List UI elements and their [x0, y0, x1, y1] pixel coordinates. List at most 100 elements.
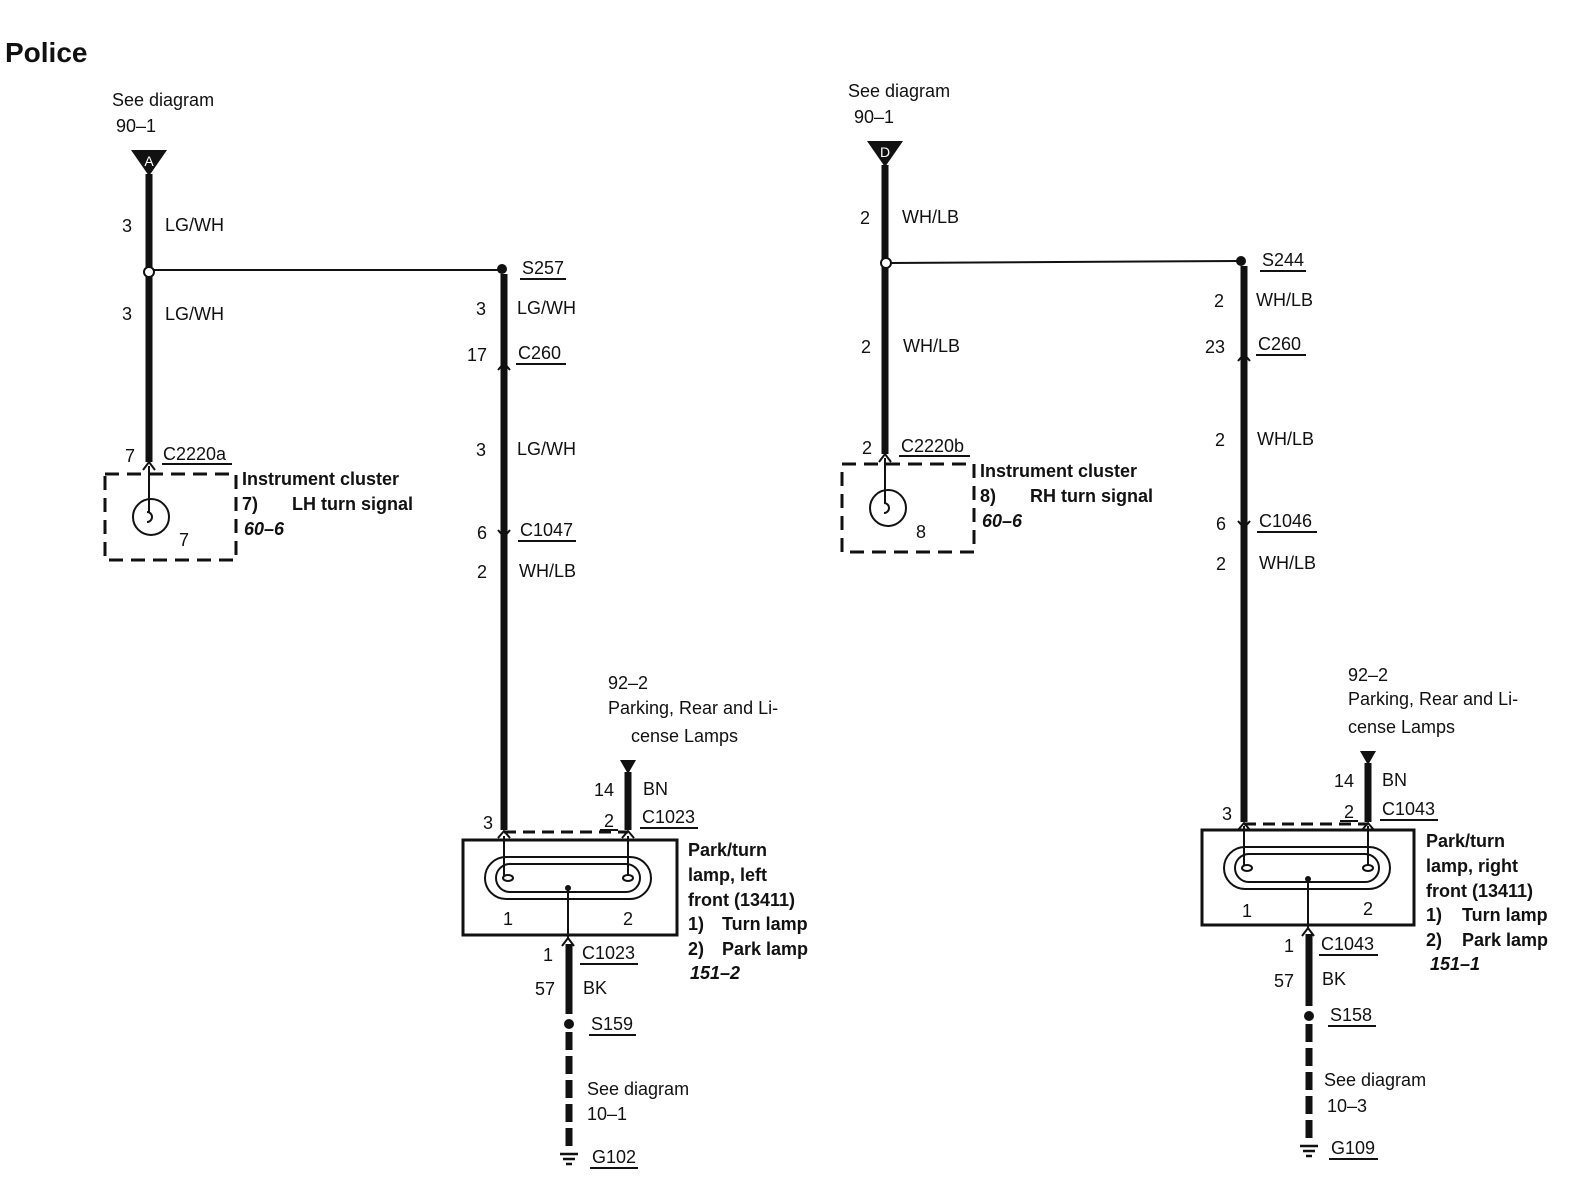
left-parking-ref-line2: cense Lamps	[631, 726, 738, 746]
right-lamp-connector-icon-r	[1361, 821, 1375, 831]
right-branch-wire1-pin: 2	[1214, 291, 1224, 311]
left-source-ref-text: See diagram	[112, 90, 214, 110]
right-splice-line	[889, 260, 1239, 264]
left-lamp-item2: Park lamp	[722, 939, 808, 959]
right-cluster-item-label: RH turn signal	[1030, 486, 1153, 506]
left-lamp-name1: Park/turn	[688, 840, 767, 860]
right-lamp-connector-icon-l	[1237, 821, 1251, 831]
left-c1047-id: C1047	[520, 520, 573, 540]
left-source-connector-icon	[131, 150, 167, 176]
right-lamp-item2-num: 2)	[1426, 930, 1442, 950]
left-lamp-ref: 151–2	[690, 963, 740, 983]
left-lamp-item2-num: 2)	[688, 939, 704, 959]
left-lamp-item1-num: 1)	[688, 914, 704, 934]
left-ground-splice-node	[564, 1019, 574, 1029]
left-cluster-pin: 7	[125, 446, 135, 466]
left-ground-wire-pin: 57	[535, 979, 555, 999]
left-cluster-connector-id: C2220a	[163, 444, 227, 464]
right-cluster-pin: 2	[862, 438, 872, 458]
right-bn-pin: 14	[1334, 771, 1354, 791]
left-ground-splice-id: S159	[591, 1014, 633, 1034]
left-wire-top-pin: 3	[122, 216, 132, 236]
right-cluster-item-num: 8)	[980, 486, 996, 506]
left-parking-ref-line1: Parking, Rear and Li-	[608, 698, 778, 718]
left-parking-ref-num: 92–2	[608, 673, 648, 693]
left-source-ref-num: 90–1	[116, 116, 156, 136]
right-circuit: See diagram 90–1 D 2 WH/LB 2 WH/LB 2 C22…	[840, 81, 1548, 1160]
left-connector-letter: A	[144, 153, 154, 169]
right-lamp-name1: Park/turn	[1426, 831, 1505, 851]
left-cluster-name: Instrument cluster	[242, 469, 399, 489]
right-wire-mid-pin: 2	[861, 337, 871, 357]
right-lamp-pin2: 2	[1363, 899, 1373, 919]
left-instrument-cluster-box	[103, 472, 238, 562]
right-ground-wire-pin: 57	[1274, 971, 1294, 991]
right-branch-wire3-pin: 2	[1216, 554, 1226, 574]
left-bulb-icon	[132, 498, 170, 536]
right-c260-connector-icon	[1237, 352, 1251, 362]
right-ground-ref-line2: 10–3	[1327, 1096, 1367, 1116]
right-branch-wire3-color: WH/LB	[1259, 553, 1316, 573]
right-ground-splice-id: S158	[1330, 1005, 1372, 1025]
left-bn-color: BN	[643, 779, 668, 799]
page-title: Police	[5, 37, 87, 68]
right-c260-pin: 23	[1205, 337, 1225, 357]
left-ground-connector-pin: 1	[543, 945, 553, 965]
left-cluster-item-num: 7)	[242, 494, 258, 514]
left-branch-wire3-color: WH/LB	[519, 561, 576, 581]
left-splice-id: S257	[522, 258, 564, 278]
left-branch-wire1-color: LG/WH	[517, 298, 576, 318]
right-splice-id: S244	[1262, 250, 1304, 270]
right-instrument-cluster-box	[840, 462, 976, 554]
left-branch-wire2-pin: 3	[476, 440, 486, 460]
right-ground-id: G109	[1331, 1138, 1375, 1158]
right-connector-letter: D	[880, 144, 890, 160]
left-lamp-item1: Turn lamp	[722, 914, 808, 934]
right-ground-wire-color: BK	[1322, 969, 1346, 989]
left-cluster-connector-icon	[142, 460, 156, 471]
right-lamp-item1: Turn lamp	[1462, 905, 1548, 925]
right-bn-color: BN	[1382, 770, 1407, 790]
left-bulb-filament-icon	[146, 511, 153, 523]
right-lamp-name3: front (13411)	[1426, 881, 1533, 901]
right-bulb-num: 8	[916, 522, 926, 542]
right-ground-connector-pin: 1	[1284, 936, 1294, 956]
right-lamp-connector-id: C1043	[1382, 799, 1435, 819]
right-c1046-id: C1046	[1259, 511, 1312, 531]
left-cluster-ref: 60–6	[244, 519, 285, 539]
left-bn-pin: 14	[594, 780, 614, 800]
right-cluster-connector-id: C2220b	[901, 436, 964, 456]
right-parking-ref-line2: cense Lamps	[1348, 717, 1455, 737]
right-lamp-pin-right: 2	[1344, 802, 1354, 822]
left-lamp-filament-2-icon	[622, 874, 634, 882]
left-circuit: See diagram 90–1 A 3 LG/WH 3 LG/WH 7 C22…	[103, 90, 808, 1169]
right-branch-wire2-pin: 2	[1215, 430, 1225, 450]
left-ground-connector-id: C1023	[582, 943, 635, 963]
left-ground-ref-line1: See diagram	[587, 1079, 689, 1099]
right-s244-splice-node	[1236, 256, 1246, 266]
right-cluster-connector-icon	[878, 452, 892, 463]
left-c260-connector-icon	[497, 361, 511, 371]
left-lamp-connector-id: C1023	[642, 807, 695, 827]
right-lamp-filament-1-icon	[1241, 864, 1253, 872]
left-c1047-pin: 6	[477, 523, 487, 543]
right-lamp-ref: 151–1	[1430, 954, 1480, 974]
left-ground-ref-line2: 10–1	[587, 1104, 627, 1124]
left-s257-splice-node	[497, 264, 507, 274]
left-lamp-name3: front (13411)	[688, 890, 795, 910]
left-branch-wire2-color: LG/WH	[517, 439, 576, 459]
left-ground-icon	[560, 1152, 578, 1166]
right-ground-connector-id: C1043	[1321, 934, 1374, 954]
left-lamp-pin-right: 2	[604, 811, 614, 831]
left-bulb-num: 7	[179, 530, 189, 550]
left-ground-connector-icon	[561, 936, 575, 947]
right-bulb-icon	[869, 489, 907, 527]
right-lamp-pin-left: 3	[1222, 804, 1232, 824]
left-wire-mid-color: LG/WH	[165, 304, 224, 324]
right-source-connector-icon	[867, 141, 903, 167]
left-wire-mid-pin: 3	[122, 304, 132, 324]
right-parking-ref-num: 92–2	[1348, 665, 1388, 685]
left-lamp-pin2: 2	[623, 909, 633, 929]
